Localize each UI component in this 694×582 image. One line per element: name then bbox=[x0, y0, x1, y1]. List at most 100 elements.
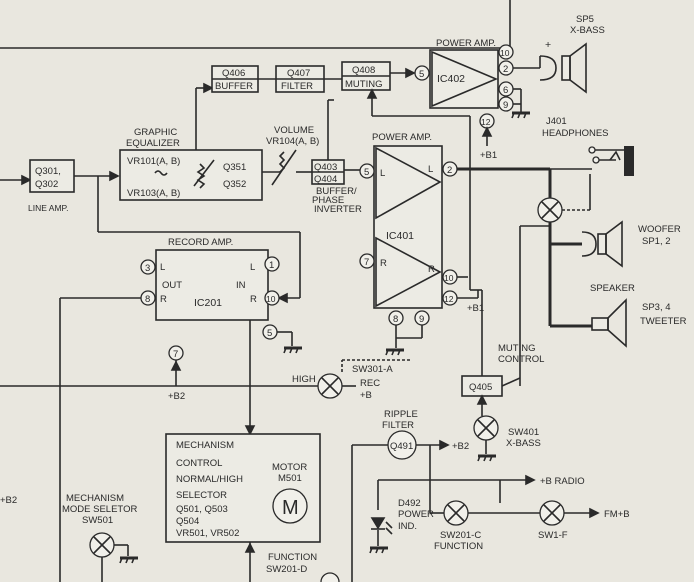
ground-icon bbox=[385, 348, 404, 356]
sw301-label: SW301-A bbox=[352, 364, 393, 375]
ic201-pin5: 5 bbox=[267, 328, 272, 339]
d492-role1: POWER bbox=[398, 509, 434, 520]
sw401-label: SW401 bbox=[508, 427, 539, 438]
ic401-L2-label: L bbox=[428, 164, 433, 175]
ground-icon bbox=[477, 454, 496, 462]
q404-label: Q404 bbox=[314, 174, 337, 185]
ic401-pin7: 7 bbox=[364, 257, 369, 268]
sw401-block: SW401 X-BASS bbox=[473, 415, 541, 462]
q491-label: Q491 bbox=[390, 441, 413, 452]
sp5-xbass-speaker: SP5 X-BASS + - bbox=[539, 14, 605, 94]
mech-line7: VR501, VR502 bbox=[176, 528, 239, 539]
top-frame-lines bbox=[0, 0, 511, 49]
q301-label-1: Q301, bbox=[35, 166, 61, 177]
sw1f-label: SW1-F bbox=[538, 530, 568, 541]
ic401-pin2: 2 bbox=[447, 165, 452, 176]
geq-title-2: EQUALIZER bbox=[126, 138, 180, 149]
ground-icon bbox=[369, 546, 388, 554]
sw201c-block: SW201-C FUNCTION +B RADIO bbox=[434, 474, 585, 552]
ic201-L-label: L bbox=[160, 262, 165, 273]
ic401-pin12: 12 bbox=[444, 294, 454, 304]
vr101-label: VR101(A, B) bbox=[127, 156, 180, 167]
ic201-pin3: 3 bbox=[145, 263, 150, 274]
tilde-icon bbox=[154, 170, 168, 176]
sw401-role: X-BASS bbox=[506, 438, 541, 449]
lamp-switch-icon bbox=[317, 373, 343, 399]
ic401-pin5: 5 bbox=[364, 167, 369, 178]
sw201c-role: FUNCTION bbox=[434, 541, 483, 552]
d492-label: D492 bbox=[398, 498, 421, 509]
volume-title: VOLUME bbox=[274, 125, 314, 136]
q405-block: MUTING CONTROL Q405 bbox=[461, 225, 550, 416]
ic401-R-label: R bbox=[380, 258, 387, 269]
ground-icon bbox=[119, 556, 138, 564]
q406-role: BUFFER bbox=[215, 81, 253, 92]
mech-line5: Q501, Q503 bbox=[176, 504, 228, 515]
ic402-pin6: 6 bbox=[503, 85, 508, 96]
tweeter-name: SP3, 4 bbox=[642, 302, 671, 313]
ic201-in-label: IN bbox=[236, 280, 246, 291]
tweeter-speaker: SPEAKER SP3, 4 TWEETER bbox=[590, 283, 687, 348]
sw301-block: HIGH SW301-A REC +B bbox=[0, 320, 410, 436]
b-radio-label: +B RADIO bbox=[540, 476, 585, 487]
ground-icon bbox=[283, 346, 302, 354]
lamp-switch-icon bbox=[89, 532, 115, 558]
ic201-title: RECORD AMP. bbox=[168, 237, 233, 248]
sp5-label: SP5 bbox=[576, 14, 594, 25]
inverter-caption: INVERTER bbox=[314, 204, 362, 215]
ic401-name: IC401 bbox=[386, 230, 414, 242]
control-caption: CONTROL bbox=[498, 354, 544, 365]
sw501-line3: SW501 bbox=[82, 515, 113, 526]
lamp-switch-icon bbox=[539, 500, 565, 526]
buffer-caption: BUFFER/ bbox=[316, 186, 357, 197]
vr103-label: VR103(A, B) bbox=[127, 188, 180, 199]
line-amp-block: Q301, Q302 LINE AMP. bbox=[0, 159, 301, 304]
ic201-out-label: OUT bbox=[162, 280, 182, 291]
ic402-block: POWER AMP. IC402 5 10 2 6 9 12 +B1 bbox=[414, 38, 540, 161]
sw201c-label: SW201-C bbox=[440, 530, 481, 541]
ic402-supply: +B1 bbox=[480, 150, 497, 161]
left-b2-label: +B2 bbox=[0, 495, 17, 506]
top-signal-chain: Q406 BUFFER Q407 FILTER Q408 MUTING bbox=[195, 61, 471, 290]
sp5-role: X-BASS bbox=[570, 25, 605, 36]
d492-role2: IND. bbox=[398, 521, 417, 532]
mech-line6: Q504 bbox=[176, 516, 199, 527]
volume-block: VOLUME VR104(A, B) bbox=[266, 125, 319, 186]
ic401-pin10: 10 bbox=[444, 273, 454, 283]
ic201-name: IC201 bbox=[194, 297, 222, 309]
ic201-supply: +B2 bbox=[168, 391, 185, 402]
mech-line1: MECHANISM bbox=[176, 440, 234, 451]
lamp-switch-icon bbox=[443, 500, 469, 526]
q407-label: Q407 bbox=[287, 68, 310, 79]
ic401-R2-label: R bbox=[428, 264, 435, 275]
lamp-switch-icon bbox=[473, 415, 499, 441]
line-amp-caption: LINE AMP. bbox=[28, 203, 68, 213]
rec-label: REC bbox=[360, 378, 380, 389]
speaker-icon bbox=[539, 42, 587, 94]
q351-label: Q351 bbox=[223, 162, 246, 173]
ic402-pin2: 2 bbox=[503, 64, 508, 75]
ic402-pin9: 9 bbox=[503, 100, 508, 111]
ripple-title-2: FILTER bbox=[382, 420, 414, 431]
ic401-title: POWER AMP. bbox=[372, 132, 432, 143]
j401-role: HEADPHONES bbox=[542, 128, 609, 139]
sp5-plus: + bbox=[545, 39, 551, 51]
mech-line2: CONTROL bbox=[176, 458, 222, 469]
variable-resistor-icon bbox=[193, 159, 215, 189]
ic201-R-label: R bbox=[160, 294, 167, 305]
headphone-jack: J401 HEADPHONES bbox=[542, 116, 634, 176]
motor-icon: M bbox=[272, 488, 308, 524]
ic402-pin12: 12 bbox=[481, 117, 491, 127]
ic201-pin7: 7 bbox=[173, 349, 178, 360]
ic201-pin10: 10 bbox=[266, 294, 276, 304]
ic201-block: RECORD AMP. L L OUT IN R R IC201 3 8 1 1… bbox=[59, 237, 302, 582]
woofer-role: WOOFER bbox=[638, 224, 681, 235]
sw501-line1: MECHANISM bbox=[66, 493, 124, 504]
tweeter-role: TWEETER bbox=[640, 316, 687, 327]
ic401-supply: +B1 bbox=[467, 303, 484, 314]
ic401-block: POWER AMP. L L IC401 R R 5 2 7 10 12 8 9 bbox=[359, 132, 592, 356]
sw201d-name: SW201-D bbox=[266, 564, 307, 575]
speaker-label: SPEAKER bbox=[590, 283, 635, 294]
fm-b-label: FM+B bbox=[604, 509, 630, 520]
